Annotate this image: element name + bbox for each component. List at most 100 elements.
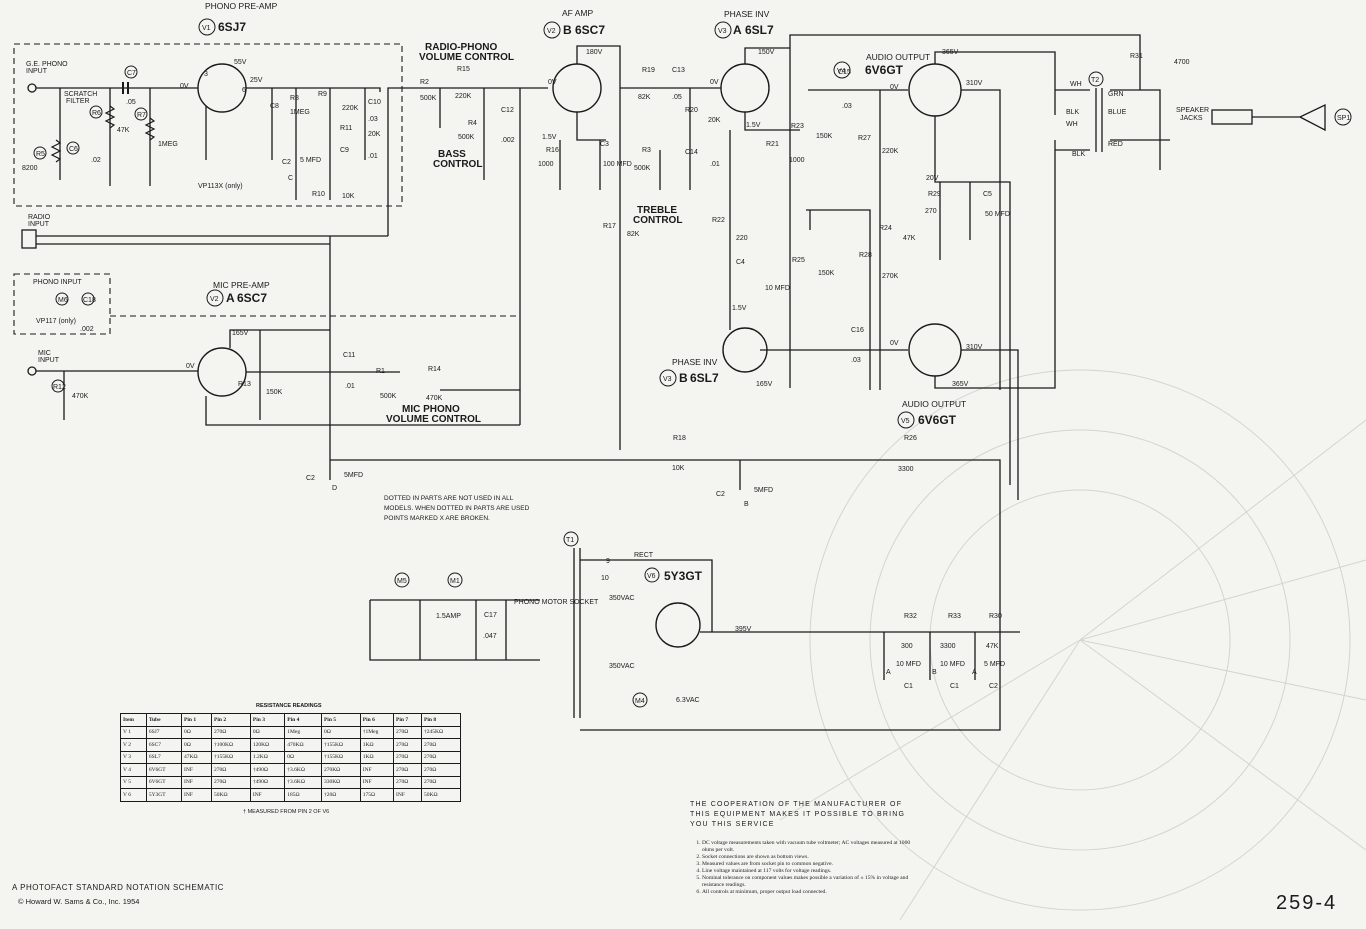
- v2b-tube-type: 6SC7: [575, 23, 605, 37]
- c13-value: .05: [672, 94, 682, 101]
- table-cell: 270Ω: [211, 763, 251, 777]
- v4-stage-title: AUDIO OUTPUT: [866, 52, 930, 62]
- vp117-only-label: VP117 (only): [36, 318, 76, 325]
- table-cell: 0Ω: [181, 725, 213, 739]
- c7-ref: C7: [127, 70, 136, 77]
- c16-value: .03: [851, 357, 861, 364]
- r17-ref: R17: [603, 223, 616, 230]
- c1a-section: A: [886, 669, 891, 676]
- r31-ref: R31: [1130, 53, 1143, 60]
- v1-voltage-25v: 25V: [250, 77, 263, 84]
- v5-voltage-365v: 365V: [952, 381, 969, 388]
- c7-value: .05: [126, 99, 136, 106]
- dotted-parts-note: DOTTED IN PARTS ARE NOT USED IN ALL MODE…: [384, 495, 530, 522]
- power-supply: T1 M5 M1 1.5AMP C17 .047 PHONO MOTOR SOC…: [369, 485, 1020, 731]
- speaker-plug[interactable]: [1211, 109, 1253, 125]
- v3a-tag: [714, 21, 732, 39]
- treble-label: TREBLE: [637, 205, 677, 216]
- r6-resistor: [104, 105, 116, 129]
- v4-voltage-310v: 310V: [966, 80, 983, 87]
- table-cell: 50KΩ: [211, 788, 251, 802]
- mic-phono-volume-label: VOLUME CONTROL: [386, 414, 481, 425]
- c9-ref: C9: [340, 147, 349, 154]
- r30-value: 47K: [986, 643, 999, 650]
- t1-pin-9: 9: [606, 558, 610, 565]
- t2-red-lead: RED: [1108, 141, 1123, 148]
- v5-tag: [897, 411, 915, 429]
- v6-stage-title: RECT: [634, 552, 654, 559]
- v3b-tube-type: 6SL7: [690, 371, 719, 385]
- ge-phono-input-label: INPUT: [26, 68, 48, 75]
- col-header: Pin 4: [284, 713, 322, 727]
- r16-value: 1000: [538, 161, 554, 168]
- heater-6-3vac: 6.3VAC: [676, 697, 700, 704]
- table-cell: 270Ω: [211, 725, 251, 739]
- fuse-rating: 1.5AMP: [436, 613, 461, 620]
- radio-phono-label: RADIO-PHONO: [425, 42, 497, 53]
- table-cell: 6SL7: [145, 750, 183, 764]
- v2a-voltage-0v: 0V: [186, 363, 195, 370]
- r4-ref: R4: [468, 120, 477, 127]
- t2-blk-lead-top: BLK: [1066, 109, 1080, 116]
- phono-input-label: PHONO INPUT: [33, 279, 82, 286]
- c17-ref: C17: [484, 612, 497, 619]
- v5-tube-symbol: [908, 323, 962, 377]
- r28-value: 270K: [882, 273, 899, 280]
- col-header: Pin 3: [249, 713, 286, 727]
- mic-input-jack[interactable]: [27, 366, 37, 376]
- r33-value: 3300: [940, 643, 956, 650]
- v5-tube-type: 6V6GT: [918, 413, 957, 427]
- table-cell: 270Ω: [393, 750, 423, 764]
- mic-preamp-stage: MIC PRE-AMP V2 A 6SC7 0V 165V R13 150K C…: [186, 280, 520, 426]
- r20-value: 20K: [708, 117, 721, 124]
- v1-tag: [198, 18, 216, 36]
- v6-tube-type: 5Y3GT: [664, 569, 703, 583]
- r8-value: 1MEG: [290, 109, 310, 116]
- v2a-stage-title: MIC PRE-AMP: [213, 280, 270, 290]
- m5-tag: [394, 572, 410, 588]
- v4-tube-symbol: [908, 63, 962, 117]
- col-header: Pin 6: [359, 713, 395, 727]
- c1b-ref: C1: [950, 683, 959, 690]
- ge-phono-jack[interactable]: [27, 83, 37, 93]
- r5-ref: R5: [36, 151, 45, 158]
- col-header: Pin 8: [421, 713, 461, 727]
- c8-ref: C8: [270, 103, 279, 110]
- bass-control-label: CONTROL: [433, 159, 482, 170]
- table-cell: 270Ω: [393, 738, 423, 752]
- m1-tag: [447, 572, 463, 588]
- v3b-voltage-1-5v: 1.5V: [732, 305, 747, 312]
- r28-ref: R28: [859, 252, 872, 259]
- r20-ref: R20: [685, 107, 698, 114]
- note-item: DC voltage measurements taken with vacuu…: [702, 840, 920, 854]
- table-cell: †155KΩ: [211, 750, 251, 764]
- sp1-tag: [1334, 108, 1352, 126]
- r19-value: 82K: [638, 94, 651, 101]
- table-cell: 50KΩ: [421, 788, 461, 802]
- mic-input-label: MIC: [38, 350, 51, 357]
- v2b-stage-title: AF AMP: [562, 8, 594, 18]
- c6-ref: C6: [69, 146, 78, 153]
- radio-input-jack[interactable]: [21, 229, 37, 249]
- r6-tag: [89, 105, 103, 119]
- r5-value: 8200: [22, 165, 38, 172]
- table-cell: INF: [181, 788, 213, 802]
- v2b-voltage-1-5v: 1.5V: [542, 134, 557, 141]
- t2-blk-lead-bottom: BLK: [1072, 151, 1086, 158]
- c4-value: 10 MFD: [765, 285, 790, 292]
- r6-ref: R6: [92, 110, 101, 117]
- c2c-section: C: [288, 175, 293, 182]
- v2a-tube-symbol: [197, 347, 247, 397]
- radio-input-label: RADIO: [28, 214, 51, 221]
- table-cell: 1.2KΩ: [249, 750, 286, 764]
- col-header: Pin 1: [181, 713, 213, 727]
- c2b-value: 5MFD: [754, 487, 773, 494]
- v3a-stage-title: PHASE INV: [724, 9, 770, 19]
- r9-value: 220K: [342, 105, 359, 112]
- v4-tag: [833, 61, 851, 79]
- r3-ref: R3: [642, 147, 651, 154]
- c11-ref: C11: [343, 352, 355, 359]
